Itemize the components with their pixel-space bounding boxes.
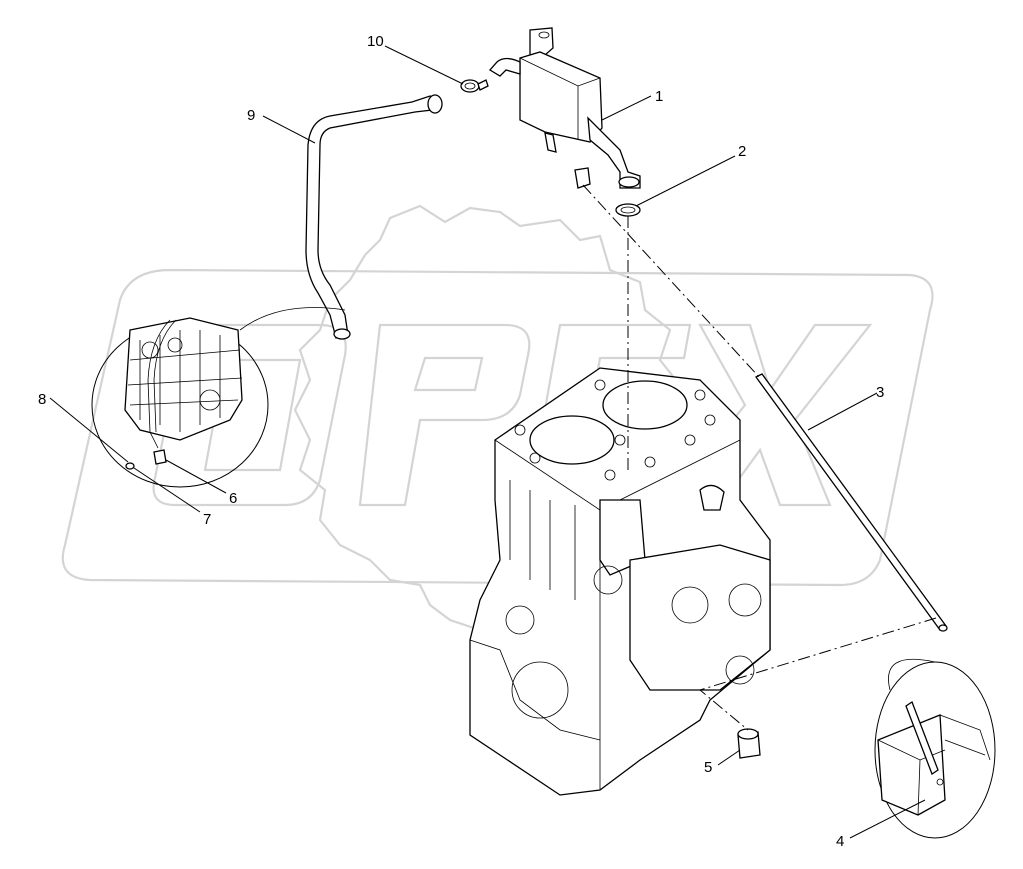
callout-4: 4	[836, 833, 844, 850]
breather-hose	[305, 94, 443, 340]
cylinder-block	[469, 367, 771, 796]
callout-8: 8	[38, 391, 46, 408]
dipstick-tube	[755, 373, 948, 632]
assembly-lines	[582, 184, 937, 731]
callout-6: 6	[229, 490, 237, 507]
hose-fitting	[153, 449, 167, 465]
callout-1: 1	[655, 88, 663, 105]
callout-labels: 1 2 3 4 5 6 7 8 9 10	[38, 33, 884, 850]
o-ring	[615, 203, 641, 217]
callout-2: 2	[738, 143, 746, 160]
dipstick-detail	[874, 658, 996, 839]
leader-lines	[49, 45, 926, 839]
washer	[125, 462, 135, 470]
callout-3: 3	[876, 384, 884, 401]
callout-7: 7	[203, 511, 211, 528]
callout-9: 9	[247, 107, 255, 124]
hose-clamp	[460, 79, 489, 93]
detail-circle-hose-mount	[91, 307, 346, 488]
callout-5: 5	[704, 759, 712, 776]
breather-housing	[488, 27, 641, 189]
callout-10: 10	[367, 33, 384, 50]
dipstick-plug	[737, 728, 761, 759]
